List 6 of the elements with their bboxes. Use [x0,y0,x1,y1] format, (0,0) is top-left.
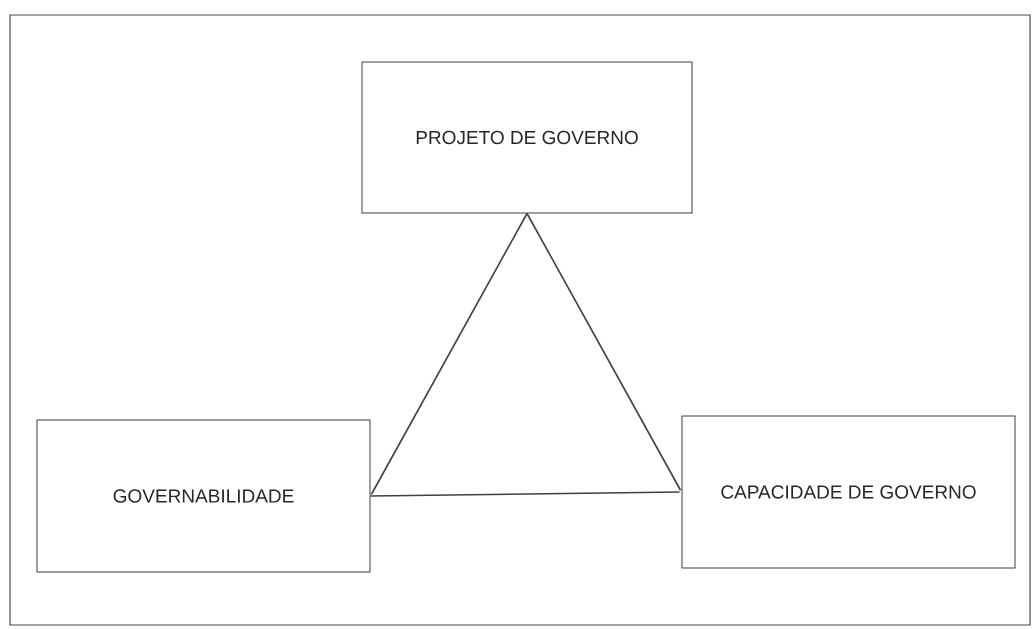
connector-line [370,212,528,496]
text-box: GOVERNABILIDADE [36,419,371,573]
text-box: CAPACIDADE DE GOVERNO [681,415,1016,569]
text-box: PROJETO DE GOVERNO [361,61,693,214]
connector-line [369,491,681,497]
connector-line [526,212,682,492]
